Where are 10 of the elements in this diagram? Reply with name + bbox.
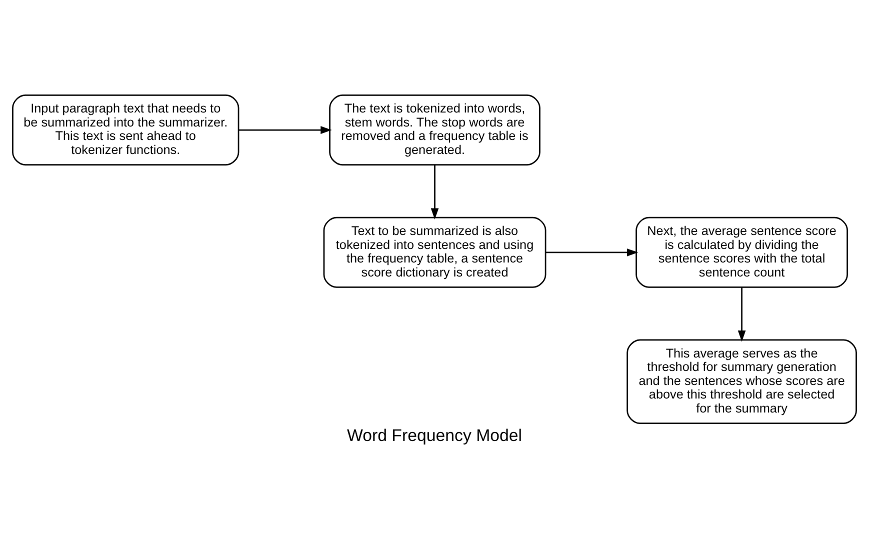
arrow <box>738 288 746 342</box>
caption: Word Frequency Model <box>346 426 522 446</box>
node-box: Next, the average sentence score is calculated by dividing the sentence scores with the total sentence count <box>636 216 848 288</box>
node-box: Input paragraph text that needs to be summarized into the summarizer. This text is sent ahead to tokenizer functions. <box>12 94 240 166</box>
node-box: Text to be summarized is also tokenized into sentences and using the frequency table, a sentence score dictionary is created <box>323 216 546 288</box>
arrow <box>238 126 332 134</box>
arrow <box>546 248 638 256</box>
arrow <box>430 164 439 220</box>
node-box: This average serves as the threshold for summary generation and the sentences whose scores are above this threshold are selected for the summary <box>626 339 857 424</box>
node-box: The text is tokenized into words, stem words. The stop words are removed and a frequency table is generated. <box>329 94 540 166</box>
